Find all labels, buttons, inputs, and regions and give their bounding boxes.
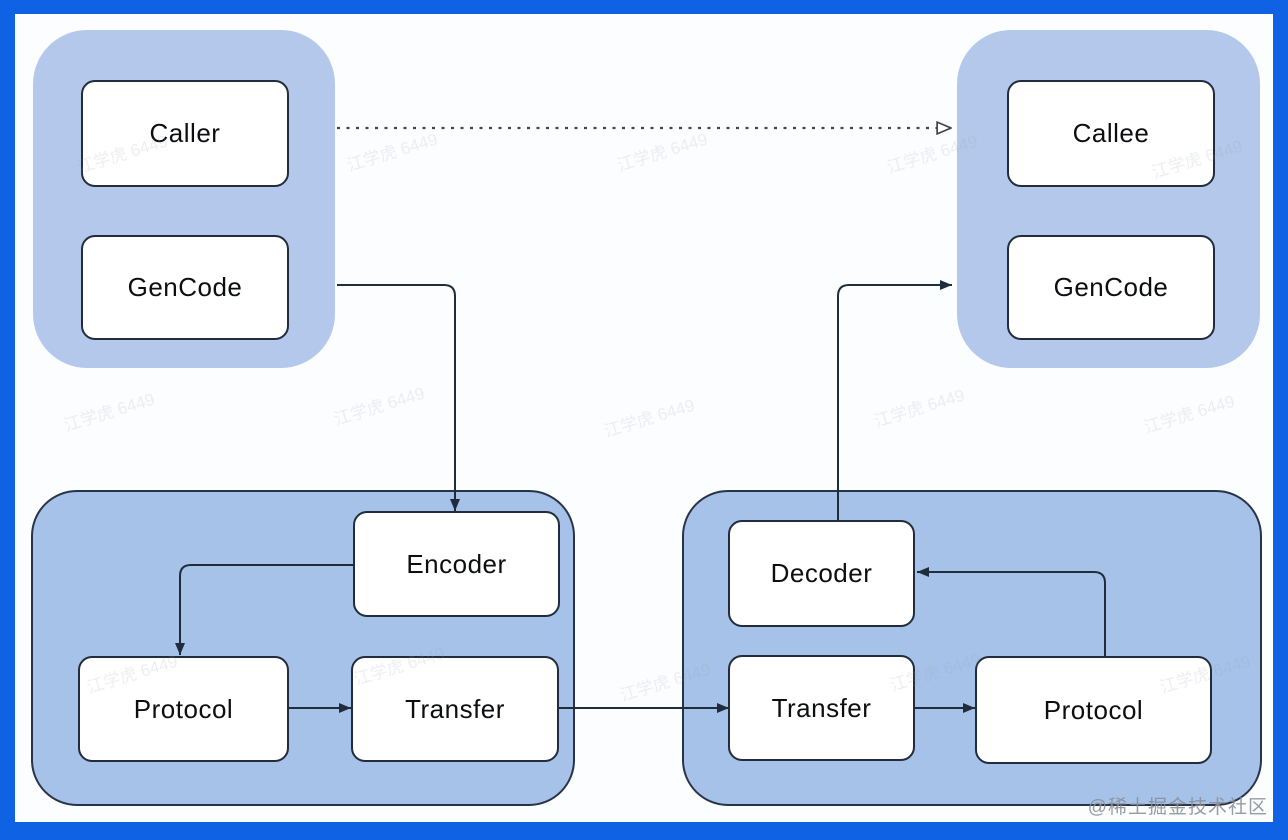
transfer-left-label: Transfer — [405, 693, 505, 724]
callee-label: Callee — [1072, 118, 1150, 148]
protocol-right-label: Protocol — [1043, 694, 1144, 725]
caller-box: Caller — [81, 80, 289, 187]
caller-group: Caller GenCode — [33, 30, 335, 368]
encoder-label: Encoder — [406, 548, 507, 579]
encode-group: Encoder Protocol Transfer — [31, 490, 575, 806]
transfer-left-box: Transfer — [351, 656, 559, 762]
transfer-right-label: Transfer — [771, 692, 872, 723]
callee-group: Callee GenCode — [957, 30, 1260, 368]
caller-label: Caller — [149, 118, 221, 148]
encoder-box: Encoder — [353, 511, 560, 617]
protocol-right-box: Protocol — [975, 656, 1212, 764]
gencode-callee-label: GenCode — [1053, 272, 1169, 302]
protocol-left-label: Protocol — [133, 693, 234, 724]
site-watermark: @稀土掘金技术社区 — [1087, 797, 1268, 818]
decode-group: Decoder Transfer Protocol — [682, 490, 1262, 806]
gencode-caller-box: GenCode — [81, 235, 289, 340]
transfer-right-box: Transfer — [728, 655, 915, 761]
decoder-label: Decoder — [770, 558, 873, 588]
callee-box: Callee — [1007, 80, 1215, 187]
gencode-caller-label: GenCode — [127, 272, 243, 302]
gencode-callee-box: GenCode — [1007, 235, 1215, 340]
protocol-left-box: Protocol — [78, 656, 289, 762]
decoder-box: Decoder — [728, 520, 915, 627]
diagram-canvas: Caller GenCode Callee GenCode Encoder Pr… — [15, 14, 1273, 822]
